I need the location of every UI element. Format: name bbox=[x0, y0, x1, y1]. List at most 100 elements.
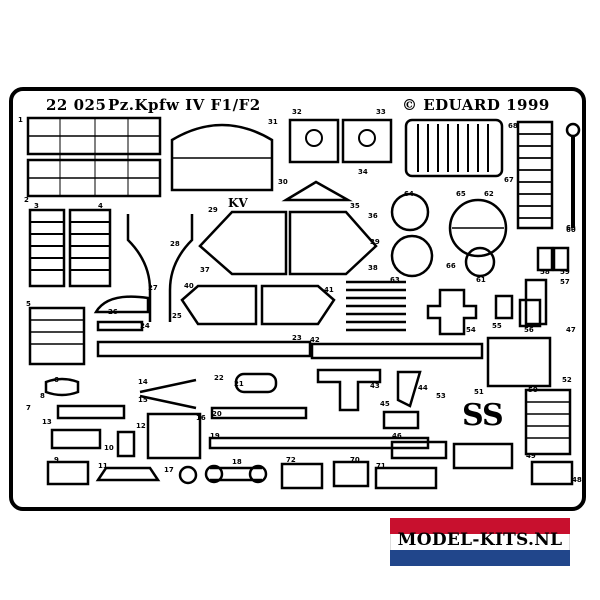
part-number-47: 47 bbox=[566, 326, 576, 334]
part-number-17: 17 bbox=[164, 466, 174, 474]
part-disc-61 bbox=[464, 246, 496, 278]
part-number-40: 40 bbox=[184, 282, 194, 290]
part-number-55: 55 bbox=[492, 322, 502, 330]
watermark-red-band bbox=[390, 518, 570, 534]
part-cross-54 bbox=[426, 288, 478, 336]
part-11 bbox=[95, 466, 161, 482]
part-number-50: 50 bbox=[528, 386, 538, 394]
part-20 bbox=[210, 406, 308, 420]
watermark-logo: MODEL-KITS.NL bbox=[390, 518, 570, 566]
part-hex-37 bbox=[198, 210, 288, 276]
part-number-20: 20 bbox=[212, 410, 222, 418]
part-9 bbox=[46, 460, 90, 486]
part-number-52: 52 bbox=[562, 376, 572, 384]
part-number-25: 25 bbox=[172, 312, 182, 320]
part-number-70: 70 bbox=[350, 456, 360, 464]
part-number-57: 57 bbox=[560, 278, 570, 286]
part-number-48: 48 bbox=[572, 476, 582, 484]
part-disc-64 bbox=[390, 192, 430, 232]
part-ladder-68 bbox=[516, 120, 554, 230]
part-number-42: 42 bbox=[310, 336, 320, 344]
part-10 bbox=[116, 430, 136, 458]
part-number-32: 32 bbox=[292, 108, 302, 116]
part-number-31: 31 bbox=[268, 118, 278, 126]
part-number-59: 59 bbox=[560, 268, 570, 276]
part-number-64: 64 bbox=[404, 190, 414, 198]
part-number-33: 33 bbox=[376, 108, 386, 116]
part-46 bbox=[390, 440, 448, 460]
watermark-blue-band bbox=[390, 550, 570, 566]
part-number-14: 14 bbox=[138, 378, 148, 386]
part-number-8: 8 bbox=[40, 392, 45, 400]
fret-frame bbox=[9, 87, 586, 511]
part-7 bbox=[56, 404, 126, 420]
part-number-46: 46 bbox=[392, 432, 402, 440]
part-16 bbox=[146, 412, 202, 460]
part-grille-3 bbox=[28, 208, 66, 288]
part-number-35: 35 bbox=[350, 202, 360, 210]
part-number-23: 23 bbox=[292, 334, 302, 342]
part-number-11: 11 bbox=[98, 462, 108, 470]
fret-copyright: © EDUARD 1999 bbox=[402, 96, 550, 114]
part-number-1: 1 bbox=[18, 116, 23, 124]
part-plate-41 bbox=[260, 284, 336, 326]
part-number-2: 2 bbox=[24, 196, 29, 204]
part-number-53: 53 bbox=[436, 392, 446, 400]
part-number-41: 41 bbox=[324, 286, 334, 294]
part-45 bbox=[382, 410, 420, 430]
part-number-43: 43 bbox=[370, 382, 380, 390]
part-hatch-33 bbox=[341, 118, 393, 164]
part-number-28: 28 bbox=[170, 240, 180, 248]
fret-title: Pz.Kpfw IV F1/F2 bbox=[108, 96, 261, 114]
part-number-34: 34 bbox=[358, 168, 368, 176]
part-bracket-27 bbox=[126, 214, 194, 322]
part-number-58: 58 bbox=[540, 268, 550, 276]
part-number-62: 62 bbox=[484, 190, 494, 198]
part-number-37: 37 bbox=[200, 266, 210, 274]
part-box-52 bbox=[486, 336, 552, 388]
part-number-27: 27 bbox=[148, 284, 158, 292]
part-number-54: 54 bbox=[466, 326, 476, 334]
part-14 bbox=[139, 378, 197, 410]
part-50 bbox=[524, 388, 572, 456]
part-13 bbox=[50, 428, 102, 450]
part-26 bbox=[93, 295, 150, 314]
part-21 bbox=[234, 372, 278, 394]
part-plate-40 bbox=[180, 284, 258, 326]
part-number-24: 24 bbox=[140, 322, 150, 330]
part-number-15: 15 bbox=[138, 396, 148, 404]
part-arch-31 bbox=[170, 123, 274, 192]
part-number-63: 63 bbox=[390, 276, 400, 284]
part-grille-4 bbox=[68, 208, 112, 288]
part-24 bbox=[96, 320, 144, 332]
part-number-67: 67 bbox=[504, 176, 514, 184]
part-number-7: 7 bbox=[26, 404, 31, 412]
part-number-10: 10 bbox=[104, 444, 114, 452]
part-number-29: 29 bbox=[208, 206, 218, 214]
part-number-6: 6 bbox=[54, 376, 59, 384]
part-48 bbox=[530, 460, 574, 486]
part-72 bbox=[280, 462, 324, 490]
part-number-21: 21 bbox=[234, 380, 244, 388]
part-number-60: 60 bbox=[566, 226, 576, 234]
part-number-39: 39 bbox=[370, 238, 380, 246]
part-grille-67 bbox=[404, 118, 504, 178]
part-disc-62 bbox=[448, 198, 508, 258]
part-56 bbox=[518, 298, 542, 328]
kv-mark: KV bbox=[228, 196, 248, 210]
part-number-49: 49 bbox=[526, 452, 536, 460]
part-71 bbox=[374, 466, 438, 490]
part-70 bbox=[332, 460, 370, 488]
part-number-26: 26 bbox=[108, 308, 118, 316]
part-44 bbox=[396, 370, 422, 408]
part-57 bbox=[524, 278, 548, 326]
part-number-9: 9 bbox=[54, 456, 59, 464]
part-18 bbox=[210, 466, 262, 482]
part-disc-63 bbox=[390, 234, 434, 278]
part-number-51: 51 bbox=[474, 388, 484, 396]
part-number-72: 72 bbox=[286, 456, 296, 464]
part-55 bbox=[494, 294, 514, 320]
part-number-69: 69 bbox=[566, 224, 576, 232]
part-number-68: 68 bbox=[508, 122, 518, 130]
